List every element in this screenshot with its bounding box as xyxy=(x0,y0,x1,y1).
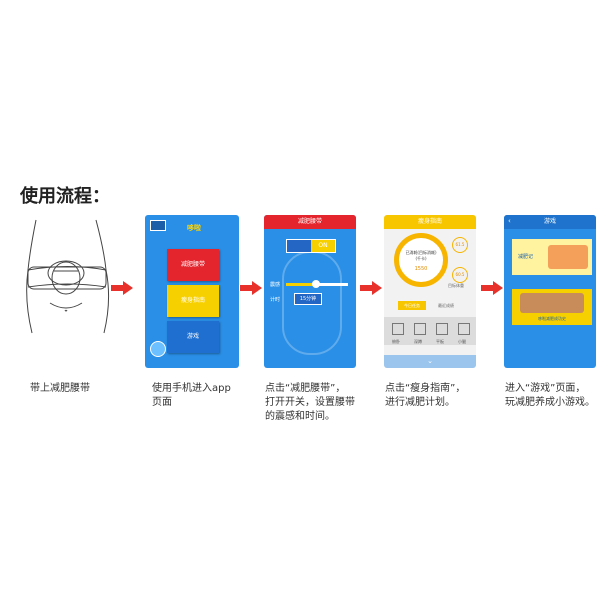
power-toggle[interactable]: ON xyxy=(286,239,336,253)
screen-main-menu: 哆啦 减肥腰带 瘦身指南 游戏 xyxy=(145,215,239,368)
vibration-slider-fill xyxy=(286,283,316,286)
app-name: 哆啦 xyxy=(187,224,201,232)
guide-button[interactable]: 瘦身指南 xyxy=(167,285,219,317)
game-button[interactable]: 游戏 xyxy=(167,321,219,353)
tab-today-task[interactable]: 今日任务 xyxy=(398,301,426,310)
screen-game: 游戏 ‹ 减肥记 哆啦减肥成功史 xyxy=(504,215,596,368)
screen-slim-guide: 瘦身指南 已消耗(目标消耗) (千卡) 1550 61.5 60.5 目标体重 … xyxy=(384,215,476,368)
exercise-label: 深蹲 xyxy=(414,339,422,344)
banner2-label: 哆啦减肥成功史 xyxy=(538,316,566,321)
characters-image xyxy=(520,293,584,313)
characters-image xyxy=(548,245,588,269)
exercise-icon[interactable] xyxy=(458,323,470,335)
belt-illustration xyxy=(26,219,110,334)
exercise-icon[interactable] xyxy=(392,323,404,335)
game-banner-1[interactable]: 减肥记 xyxy=(512,239,592,275)
banner1-label: 减肥记 xyxy=(518,254,534,260)
step3-caption: 点击“减肥腰带”， 打开开关，设置腰带 的震感和时间。 xyxy=(265,383,355,422)
step1-caption: 带上减肥腰带 xyxy=(30,383,90,394)
doraemon-icon xyxy=(150,341,166,357)
toggle-on-label: ON xyxy=(311,240,335,252)
exercise-label: 俯卧 xyxy=(392,339,400,344)
back-icon[interactable]: ‹ xyxy=(508,217,511,225)
exercise-label: 小腿 xyxy=(458,339,466,344)
arrow-right-icon xyxy=(111,281,133,295)
step2-caption: 使用手机进入app 页面 xyxy=(152,383,231,408)
vibration-label: 震感 xyxy=(270,282,281,288)
arrow-right-icon xyxy=(360,281,382,295)
vibration-slider[interactable] xyxy=(286,280,348,288)
timer-select[interactable]: 15分钟 xyxy=(294,293,322,305)
chevron-down-icon[interactable]: ⌄ xyxy=(384,355,476,368)
belt-titlebar: 减肥腰带 xyxy=(264,215,356,229)
step-belt xyxy=(18,215,118,339)
calorie-ring: 已消耗(目标消耗) (千卡) 1550 xyxy=(394,233,448,287)
exercise-row xyxy=(384,317,476,345)
tab-recent-results[interactable]: 最近成绩 xyxy=(438,303,454,308)
target-weight-badge: 60.5 xyxy=(452,267,468,283)
arrow-right-icon xyxy=(240,281,262,295)
exercise-icon[interactable] xyxy=(436,323,448,335)
step5-caption: 进入“游戏”页面， 玩减肥养成小游戏。 xyxy=(505,383,595,408)
belt-button[interactable]: 减肥腰带 xyxy=(167,249,219,281)
app-logo xyxy=(150,220,166,231)
guide-titlebar: 瘦身指南 xyxy=(384,215,476,229)
screen-belt-settings: 减肥腰带 ON 震感 计时 15分钟 xyxy=(264,215,356,368)
exercise-label: 平板 xyxy=(436,339,444,344)
vibration-slider-handle[interactable] xyxy=(312,280,320,288)
step4-caption: 点击“瘦身指南”， 进行减肥计划。 xyxy=(385,383,466,408)
game-titlebar: 游戏 xyxy=(504,215,596,229)
page-title: 使用流程： xyxy=(20,186,110,207)
target-weight-label: 目标体重 xyxy=(448,283,464,288)
weight-badge: 61.5 xyxy=(452,237,468,253)
game-banner-2[interactable]: 哆啦减肥成功史 xyxy=(512,289,592,325)
timer-label: 计时 xyxy=(270,297,281,303)
arrow-right-icon xyxy=(481,281,503,295)
exercise-icon[interactable] xyxy=(414,323,426,335)
